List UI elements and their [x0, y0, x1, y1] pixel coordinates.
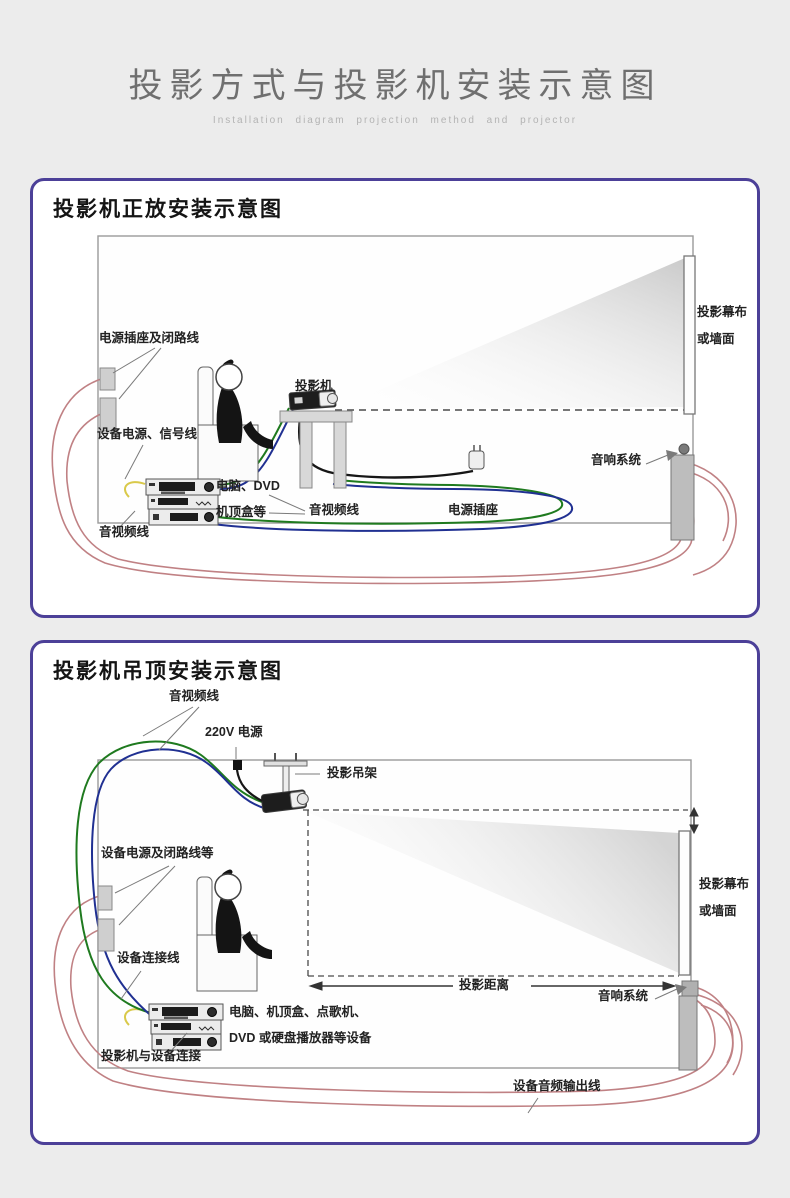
label-equipment-power-closed-circuit: 设备电源及闭路线等 [101, 846, 214, 860]
label-equipment-power-signal: 设备电源、信号线 [97, 427, 198, 441]
projection-screen-figure [683, 255, 696, 415]
page-subtitle: Installation diagram projection method a… [212, 115, 578, 126]
projector-power-cable [235, 769, 263, 802]
label-power-socket: 电源插座 [448, 503, 499, 517]
audio-cables-red [53, 894, 743, 1108]
label-projection-distance: 投影距离 [459, 978, 510, 992]
leader-lines [114, 706, 678, 1114]
av-equipment-stack-figure [148, 1003, 224, 1051]
label-equipment-audio-output: 设备音频输出线 [513, 1079, 601, 1093]
leader-lines [112, 347, 669, 529]
screen-drop-arrow [689, 806, 699, 835]
page-title: 投影方式与投影机安装示意图 [128, 67, 662, 105]
projection-screen-figure [678, 830, 691, 976]
wall-sockets-figure [99, 367, 117, 432]
label-screen-or-wall: 投影幕布 或墙面 [699, 877, 750, 918]
label-ceiling-mount: 投影吊架 [327, 766, 378, 780]
power-connector-icon [233, 760, 242, 770]
label-220v-power: 220V 电源 [205, 725, 263, 739]
label-projector: 投影机 [295, 379, 333, 393]
label-sound-system: 音响系统 [598, 989, 649, 1003]
label-projector-equipment-connection: 投影机与设备连接 [101, 1049, 202, 1063]
audio-cables-red [51, 378, 737, 585]
projection-beam-figure [305, 811, 679, 973]
projector-figure [288, 389, 338, 411]
label-devices-line2: DVD 或硬盘播放器等设备 [229, 1031, 372, 1045]
cable-yellow [124, 481, 146, 498]
label-sound-system: 音响系统 [591, 453, 642, 467]
projection-distance-arrow [308, 981, 677, 991]
label-av-cable-left: 音视频线 [99, 525, 150, 539]
power-plug-icon [468, 445, 485, 470]
label-av-cable-right: 音视频线 [309, 503, 360, 517]
av-cables-green-blue [165, 407, 574, 532]
front-projection-panel: 投影机正放安装示意图 电源插座及闭路线 设备电源、信号线 投影机 投影幕布 或墙… [30, 178, 760, 618]
speaker-figure [678, 980, 699, 1071]
label-power-socket-closed-circuit: 电源插座及闭路线 [99, 331, 200, 345]
panel1-title: 投影机正放安装示意图 [53, 198, 283, 221]
label-computer-dvd: 电脑、DVD [216, 479, 280, 493]
front-projection-diagram [51, 235, 737, 585]
projector-figure [260, 789, 309, 814]
table-figure [279, 410, 353, 489]
ceiling-mount-diagram [53, 706, 743, 1114]
label-screen-or-wall: 投影幕布 或墙面 [697, 305, 748, 346]
label-set-top-box: 机顶盒等 [216, 505, 267, 519]
viewer-figure [197, 359, 273, 482]
viewer-figure [196, 869, 272, 992]
projection-zone-dashed [303, 809, 688, 977]
wall-sockets-figure [97, 885, 115, 952]
av-cables-green-blue [75, 740, 268, 1020]
arrowhead [675, 984, 687, 995]
label-equipment-connection: 设备连接线 [117, 951, 180, 965]
ceiling-mount-panel: 投影机吊顶安装示意图 音视频线 220V 电源 投影吊架 设备电源及闭路线等 设… [30, 640, 760, 1145]
panel2-title: 投影机吊顶安装示意图 [53, 660, 283, 683]
projection-beam-figure [335, 258, 685, 409]
label-devices-line1: 电脑、机顶盒、点歌机、 [229, 1005, 367, 1019]
speaker-figure [670, 443, 695, 541]
arrowhead [666, 450, 678, 461]
av-equipment-stack-figure [145, 478, 221, 526]
label-av-cable: 音视频线 [169, 689, 220, 703]
page-header: 投影方式与投影机安装示意图 Installation diagram proje… [0, 58, 790, 126]
